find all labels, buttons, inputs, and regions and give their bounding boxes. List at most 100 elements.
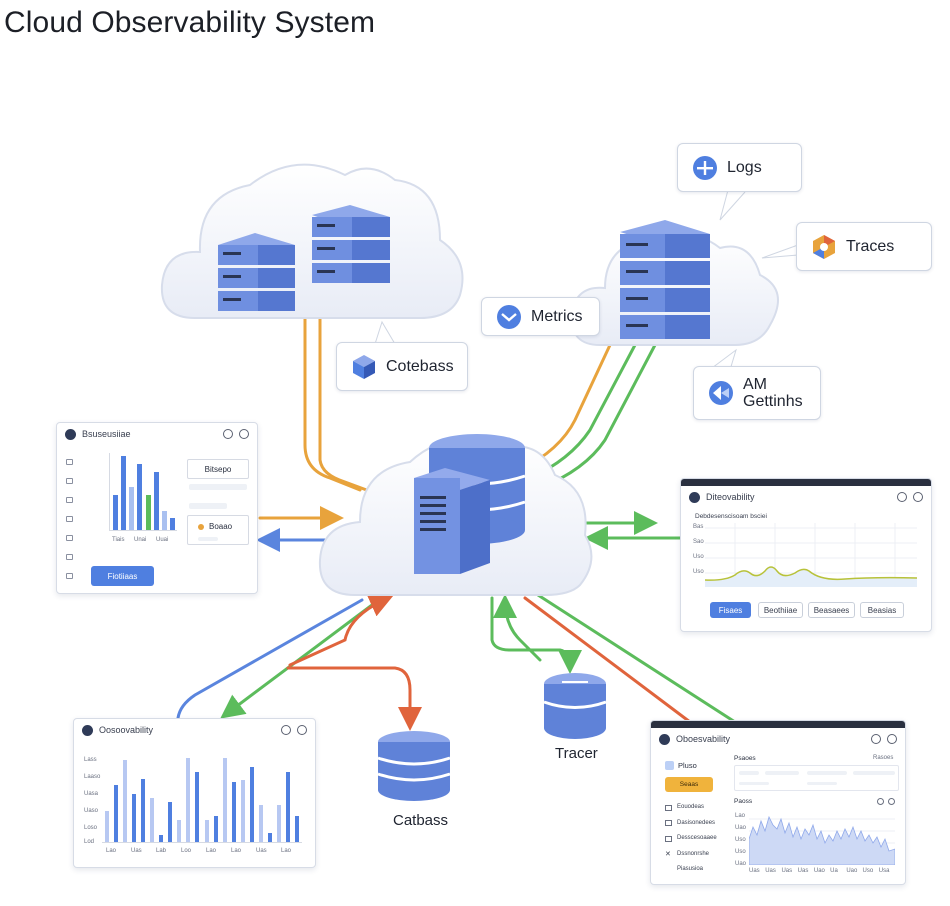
panel-left-action-button[interactable]: Fiotiiaas — [91, 566, 154, 586]
server-central — [414, 468, 490, 574]
link-tracer-2 — [493, 594, 542, 662]
link-db-orange-up — [288, 594, 394, 667]
sidebar-header-icon — [665, 760, 674, 770]
app-logo-icon — [65, 428, 76, 440]
x-tick: Uas — [256, 848, 267, 854]
callout-metrics: Metrics — [481, 297, 600, 336]
panel-bottom-left-title: Oosoovability — [99, 725, 154, 735]
panel-bottom-right-area-chart — [749, 815, 895, 865]
link-bottom-right-red — [523, 596, 692, 724]
panel-left-dashboard: Bsuseusiiae Tiais Unai Uuai Bitsepo Boaa… — [56, 422, 258, 594]
refresh-icon[interactable] — [887, 734, 897, 744]
sidebar-icon[interactable] — [66, 573, 73, 579]
clock-icon[interactable] — [897, 492, 907, 502]
x-tick: Unai — [134, 537, 147, 543]
chart-bar — [145, 494, 151, 530]
connections — [176, 313, 737, 731]
chart-bar — [204, 820, 209, 842]
sidebar-item[interactable]: Eouodeas — [665, 800, 727, 816]
clock-icon[interactable] — [871, 734, 881, 744]
sidebar-item[interactable]: Desscesoaaee — [665, 831, 727, 847]
sidebar-item[interactable]: Piasusioa — [677, 866, 704, 872]
database-catbass — [377, 731, 451, 801]
y-tick: Uaso — [84, 808, 99, 814]
x-tick: Uuai — [156, 537, 169, 543]
x-tick: Uas — [765, 868, 776, 874]
chart-bar — [122, 760, 127, 842]
panel-bottom-right-header: Oboesvability — [651, 728, 905, 750]
callout-traces: Traces — [796, 222, 932, 271]
panel-right-button-2[interactable]: Beothiiae — [758, 602, 803, 618]
refresh-icon[interactable] — [888, 798, 895, 805]
list-icon — [665, 804, 672, 811]
clock-icon[interactable] — [223, 429, 233, 439]
refresh-icon[interactable] — [239, 429, 249, 439]
cube-icon — [353, 354, 375, 379]
y-tick: Sao — [693, 539, 704, 545]
chart-bar — [169, 518, 175, 530]
chart-bar — [186, 757, 191, 842]
clock-icon[interactable] — [281, 725, 291, 735]
panel-left-sidebar — [66, 459, 76, 579]
y-tick: Uso — [735, 837, 746, 843]
x-tick: Uao — [846, 868, 858, 874]
settings-icon[interactable] — [877, 798, 884, 805]
sidebar-icon[interactable] — [66, 497, 73, 503]
callout-tail-traces — [761, 244, 799, 259]
chart-bar — [240, 780, 245, 842]
chart-bar — [259, 805, 264, 842]
chart-bar — [140, 778, 145, 842]
sidebar-icon[interactable] — [66, 535, 73, 541]
callout-tail-database — [374, 320, 396, 345]
sidebar-item[interactable]: ✕Dssnonrshe — [665, 850, 710, 858]
link-tracer-1 — [490, 596, 582, 674]
traces-icon — [813, 234, 835, 259]
x-tick: Usa — [878, 868, 890, 874]
chart-bar — [159, 834, 164, 842]
sidebar-icon[interactable] — [66, 478, 73, 484]
link-bottom-left-blue — [176, 598, 364, 720]
panel-left-legend: Boaao — [187, 515, 249, 545]
panel-left-bar-chart — [109, 453, 177, 531]
app-logo-icon — [659, 733, 670, 745]
panel-right-button-1[interactable]: Fisaes — [710, 602, 751, 618]
panel-right-button-3[interactable]: Beasaees — [808, 602, 855, 618]
y-tick: Uao — [735, 861, 747, 867]
callout-metrics-label: Metrics — [531, 307, 583, 325]
panel-right-title: Diteovability — [706, 492, 755, 502]
chart-bar — [150, 798, 154, 842]
sidebar-active-item[interactable]: Seaas — [665, 777, 713, 792]
sidebar-icon[interactable] — [66, 459, 73, 465]
panel-bottom-left-header: Oosoovability — [74, 719, 315, 741]
area-series — [749, 815, 895, 865]
refresh-icon[interactable] — [913, 492, 923, 502]
panel-bottom-right-title: Oboesvability — [676, 734, 731, 744]
y-tick: Bas — [693, 524, 704, 530]
panel-right-line-chart — [705, 523, 917, 587]
y-tick: Lass — [84, 757, 97, 763]
chart-bar — [195, 771, 200, 842]
sidebar-icon[interactable] — [66, 516, 73, 522]
metrics-icon — [497, 304, 521, 329]
panel-left-title: Bsuseusiiae — [82, 429, 131, 439]
chart-series-line — [705, 566, 917, 581]
y-tick: Uasa — [84, 791, 99, 797]
sidebar-icon[interactable] — [66, 554, 73, 560]
chart-bar — [121, 455, 127, 530]
refresh-icon[interactable] — [297, 725, 307, 735]
section-right-label: Rasoes — [873, 755, 894, 761]
chart-bar — [177, 820, 182, 842]
callout-database-label: Cotebass — [386, 357, 454, 375]
sidebar-item[interactable]: Dasisonedees — [665, 816, 727, 832]
x-tick: Lao — [206, 848, 217, 854]
x-tick: Lao — [106, 848, 117, 854]
section-title: Psaoes — [734, 755, 756, 762]
x-tick: Uso — [862, 868, 874, 874]
y-tick: Laaso — [84, 774, 101, 780]
logs-icon — [693, 155, 717, 180]
x-tick: Lab — [156, 848, 167, 854]
server-stack-top-right — [620, 220, 710, 339]
panel-right-button-4[interactable]: Beasias — [860, 602, 904, 618]
label-catbass: Catbass — [393, 812, 449, 829]
